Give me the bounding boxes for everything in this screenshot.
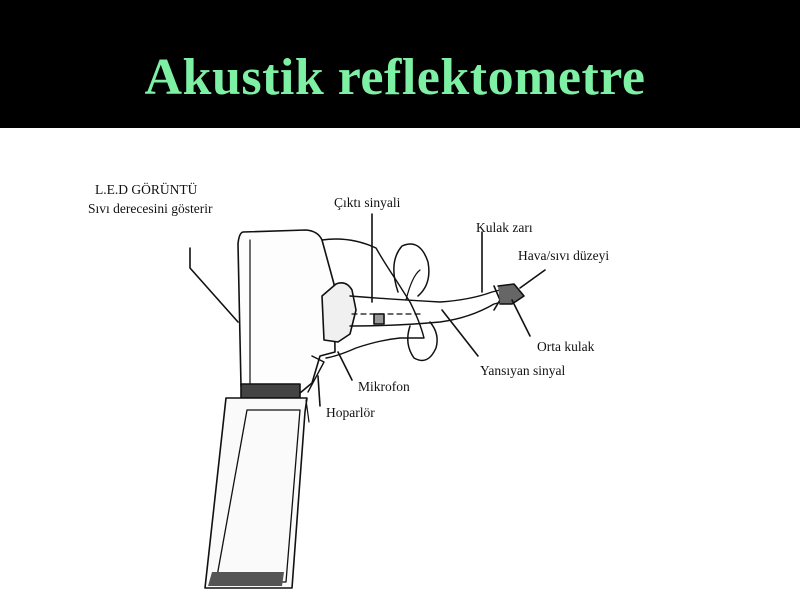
reflectometer-diagram: L.E.D GÖRÜNTÜ Sıvı derecesini gösterir Ç…: [0, 128, 800, 600]
output-signal-label: Çıktı sinyali: [334, 195, 401, 210]
slide-title: Akustik reflektometre: [144, 49, 646, 106]
reflected-signal-label: Yansıyan sinyal: [480, 363, 566, 378]
air-fluid-level-label: Hava/sıvı düzeyi: [518, 248, 610, 263]
speaker-neck: [307, 355, 325, 393]
outer-ear: [393, 243, 430, 297]
handle-inner: [215, 409, 301, 583]
ear-canal-upper: [349, 287, 509, 303]
diagram-drawing: [189, 213, 546, 589]
device-head: [237, 229, 336, 394]
title-bar: Akustik reflektometre: [0, 0, 800, 128]
led-display-label: L.E.D GÖRÜNTÜ: [95, 182, 198, 197]
middle-ear-label: Orta kulak: [537, 339, 595, 354]
probe-cone: [321, 238, 425, 359]
speaker-label: Hoparlör: [326, 405, 375, 420]
middle-ear: [497, 283, 525, 305]
microphone-block: [373, 313, 385, 325]
eardrum-label: Kulak zarı: [476, 220, 533, 235]
probe-tip: [321, 282, 357, 343]
outer-ear-lobe: [407, 321, 438, 362]
fluid-level-indicator-label: Sıvı derecesini gösterir: [88, 201, 213, 216]
handle-bottom-shade: [208, 572, 284, 586]
ear-canal-lower: [349, 299, 511, 327]
device-handle: [204, 397, 308, 589]
microphone-label: Mikrofon: [358, 379, 410, 394]
collar-band: [240, 383, 301, 399]
